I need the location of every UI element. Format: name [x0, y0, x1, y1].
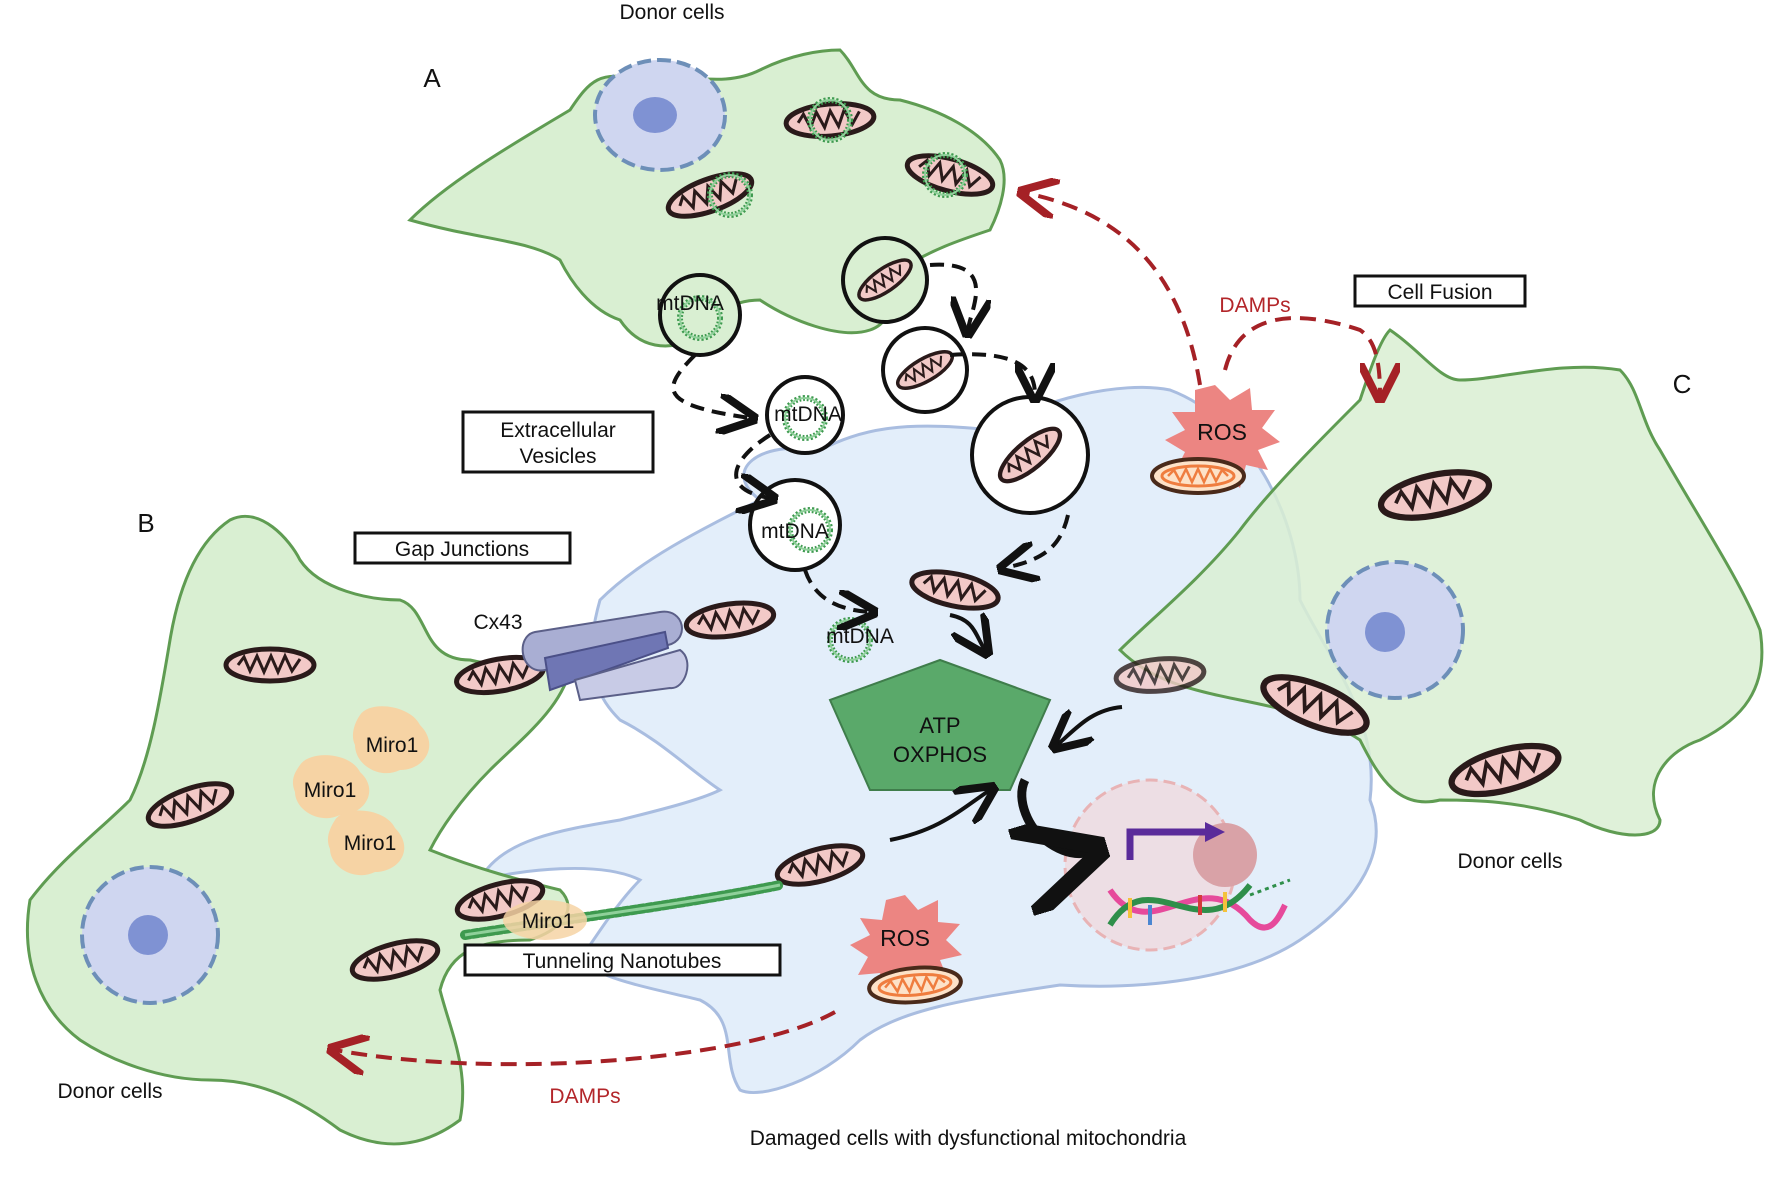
damps-arrows — [335, 193, 1380, 1064]
damps-label-bottom: DAMPs — [549, 1085, 620, 1108]
panel-label-c: C — [1673, 369, 1692, 399]
damps-label-top: DAMPs — [1219, 294, 1290, 317]
vesicle-mitochondrion-free — [881, 326, 969, 414]
mitochondrion — [226, 649, 314, 681]
panel-label-a: A — [423, 63, 441, 93]
mtdna-label: mtDNA — [826, 625, 894, 648]
miro1-label: Miro1 — [366, 734, 419, 757]
oxphos-label: OXPHOS — [893, 742, 987, 767]
vesicle-bud-mitochondrion — [841, 236, 929, 324]
dna-double-helix-icon — [1107, 878, 1291, 931]
atp-input-arrows — [889, 615, 1123, 854]
atp-label: ATP — [919, 713, 960, 738]
cx43-label: Cx43 — [473, 611, 522, 634]
mtdna-label: mtDNA — [761, 520, 829, 543]
miro1-protein: Miro1 — [292, 755, 370, 819]
dysfunctional-mitochondrion — [1150, 457, 1246, 495]
damaged-cells-label: Damaged cells with dysfunctional mitocho… — [750, 1127, 1187, 1150]
vesicle-arrows — [671, 262, 1070, 612]
miro1-label: Miro1 — [522, 910, 575, 933]
extracellular-vesicles-box — [461, 410, 655, 474]
miro1-label: Miro1 — [344, 832, 397, 855]
tunneling-nanotube: Miro1 — [460, 880, 785, 940]
donor-cells-right-label: Donor cells — [1457, 850, 1562, 873]
mtdna-label: mtDNA — [774, 403, 842, 426]
extracellular-vesicles-line2: Vesicles — [519, 445, 596, 468]
miro1-protein: Miro1 — [327, 810, 405, 876]
gap-junctions-box — [353, 531, 572, 565]
atp-oxphos-pentagon: ATP OXPHOS — [828, 658, 1052, 791]
miro1-protein: Miro1 — [352, 706, 430, 774]
ros-label: ROS — [1197, 419, 1247, 445]
nucleus-b — [80, 865, 220, 1005]
tunneling-nanotubes-box — [463, 943, 782, 977]
miro1-label: Miro1 — [304, 779, 357, 802]
cell-fusion-label: Cell Fusion — [1387, 281, 1492, 304]
donor-cells-left-label: Donor cells — [57, 1080, 162, 1103]
ros-label: ROS — [880, 925, 930, 951]
mtdna-label: mtDNA — [656, 292, 724, 315]
vesicle-bud-mtdna — [658, 273, 742, 357]
nucleus-c — [1325, 560, 1465, 700]
vesicle-mtdna-free — [765, 375, 845, 455]
donor-cells-top-label: Donor cells — [619, 1, 724, 24]
tunneling-nanotubes-label: Tunneling Nanotubes — [523, 950, 722, 973]
nucleus-a — [593, 58, 727, 172]
extracellular-vesicles-line1: Extracellular — [500, 419, 616, 442]
panel-label-b: B — [137, 508, 154, 538]
vesicle-mitochondrion-entering — [970, 395, 1090, 515]
gap-junction-cx43 — [521, 610, 689, 702]
cell-fusion-box — [1353, 274, 1527, 308]
gap-junctions-label: Gap Junctions — [395, 538, 529, 561]
